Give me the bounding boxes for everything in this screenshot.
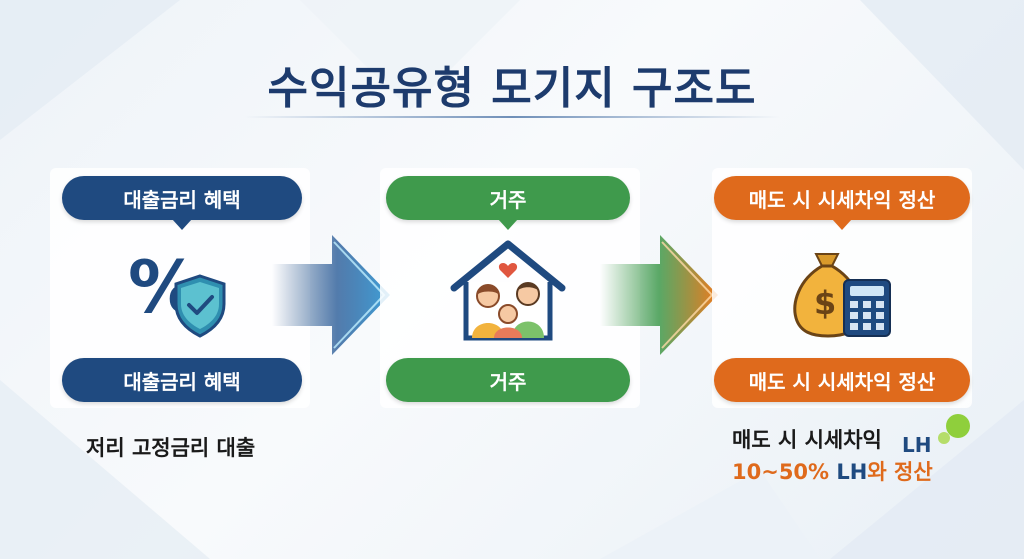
settlement-note-line1: 매도 시 시세차익 — [732, 428, 882, 452]
settlement-note-line2: 10~50% LH와 정산 — [732, 456, 933, 488]
arrow-right-icon — [600, 235, 718, 355]
caption-low-fixed-rate-loan: 저리 고정금리 대출 — [86, 436, 256, 460]
label-sale-settlement-top: 매도 시 시세차익 정산 — [714, 176, 970, 230]
money-bag-calculator-icon: $ — [793, 253, 891, 338]
label-sale-settlement-bottom: 매도 시 시세차익 정산 — [714, 358, 970, 402]
arrow-right-icon — [272, 235, 390, 355]
label-loan-benefit-top: 대출금리 혜택 — [62, 176, 302, 230]
settlement-lh: LH — [836, 460, 868, 484]
lh-logo-icon: LH — [902, 414, 970, 454]
lh-logo-text: LH — [902, 433, 931, 454]
percent-shield-icon: % — [128, 245, 226, 338]
title-underline — [244, 116, 780, 118]
svg-text:$: $ — [814, 284, 836, 322]
settlement-suffix: 와 정산 — [867, 460, 933, 484]
label-loan-benefit-bottom: 대출금리 혜택 — [62, 358, 302, 402]
label-residence-top: 거주 — [386, 176, 630, 230]
label-residence-bottom: 거주 — [386, 358, 630, 402]
settlement-ratio: 10~50% — [732, 460, 837, 484]
family-house-icon — [450, 240, 566, 341]
page-title: 수익공유형 모기지 구조도 — [267, 63, 757, 114]
settlement-note: 매도 시 시세차익 10~50% LH와 정산 — [732, 424, 933, 488]
